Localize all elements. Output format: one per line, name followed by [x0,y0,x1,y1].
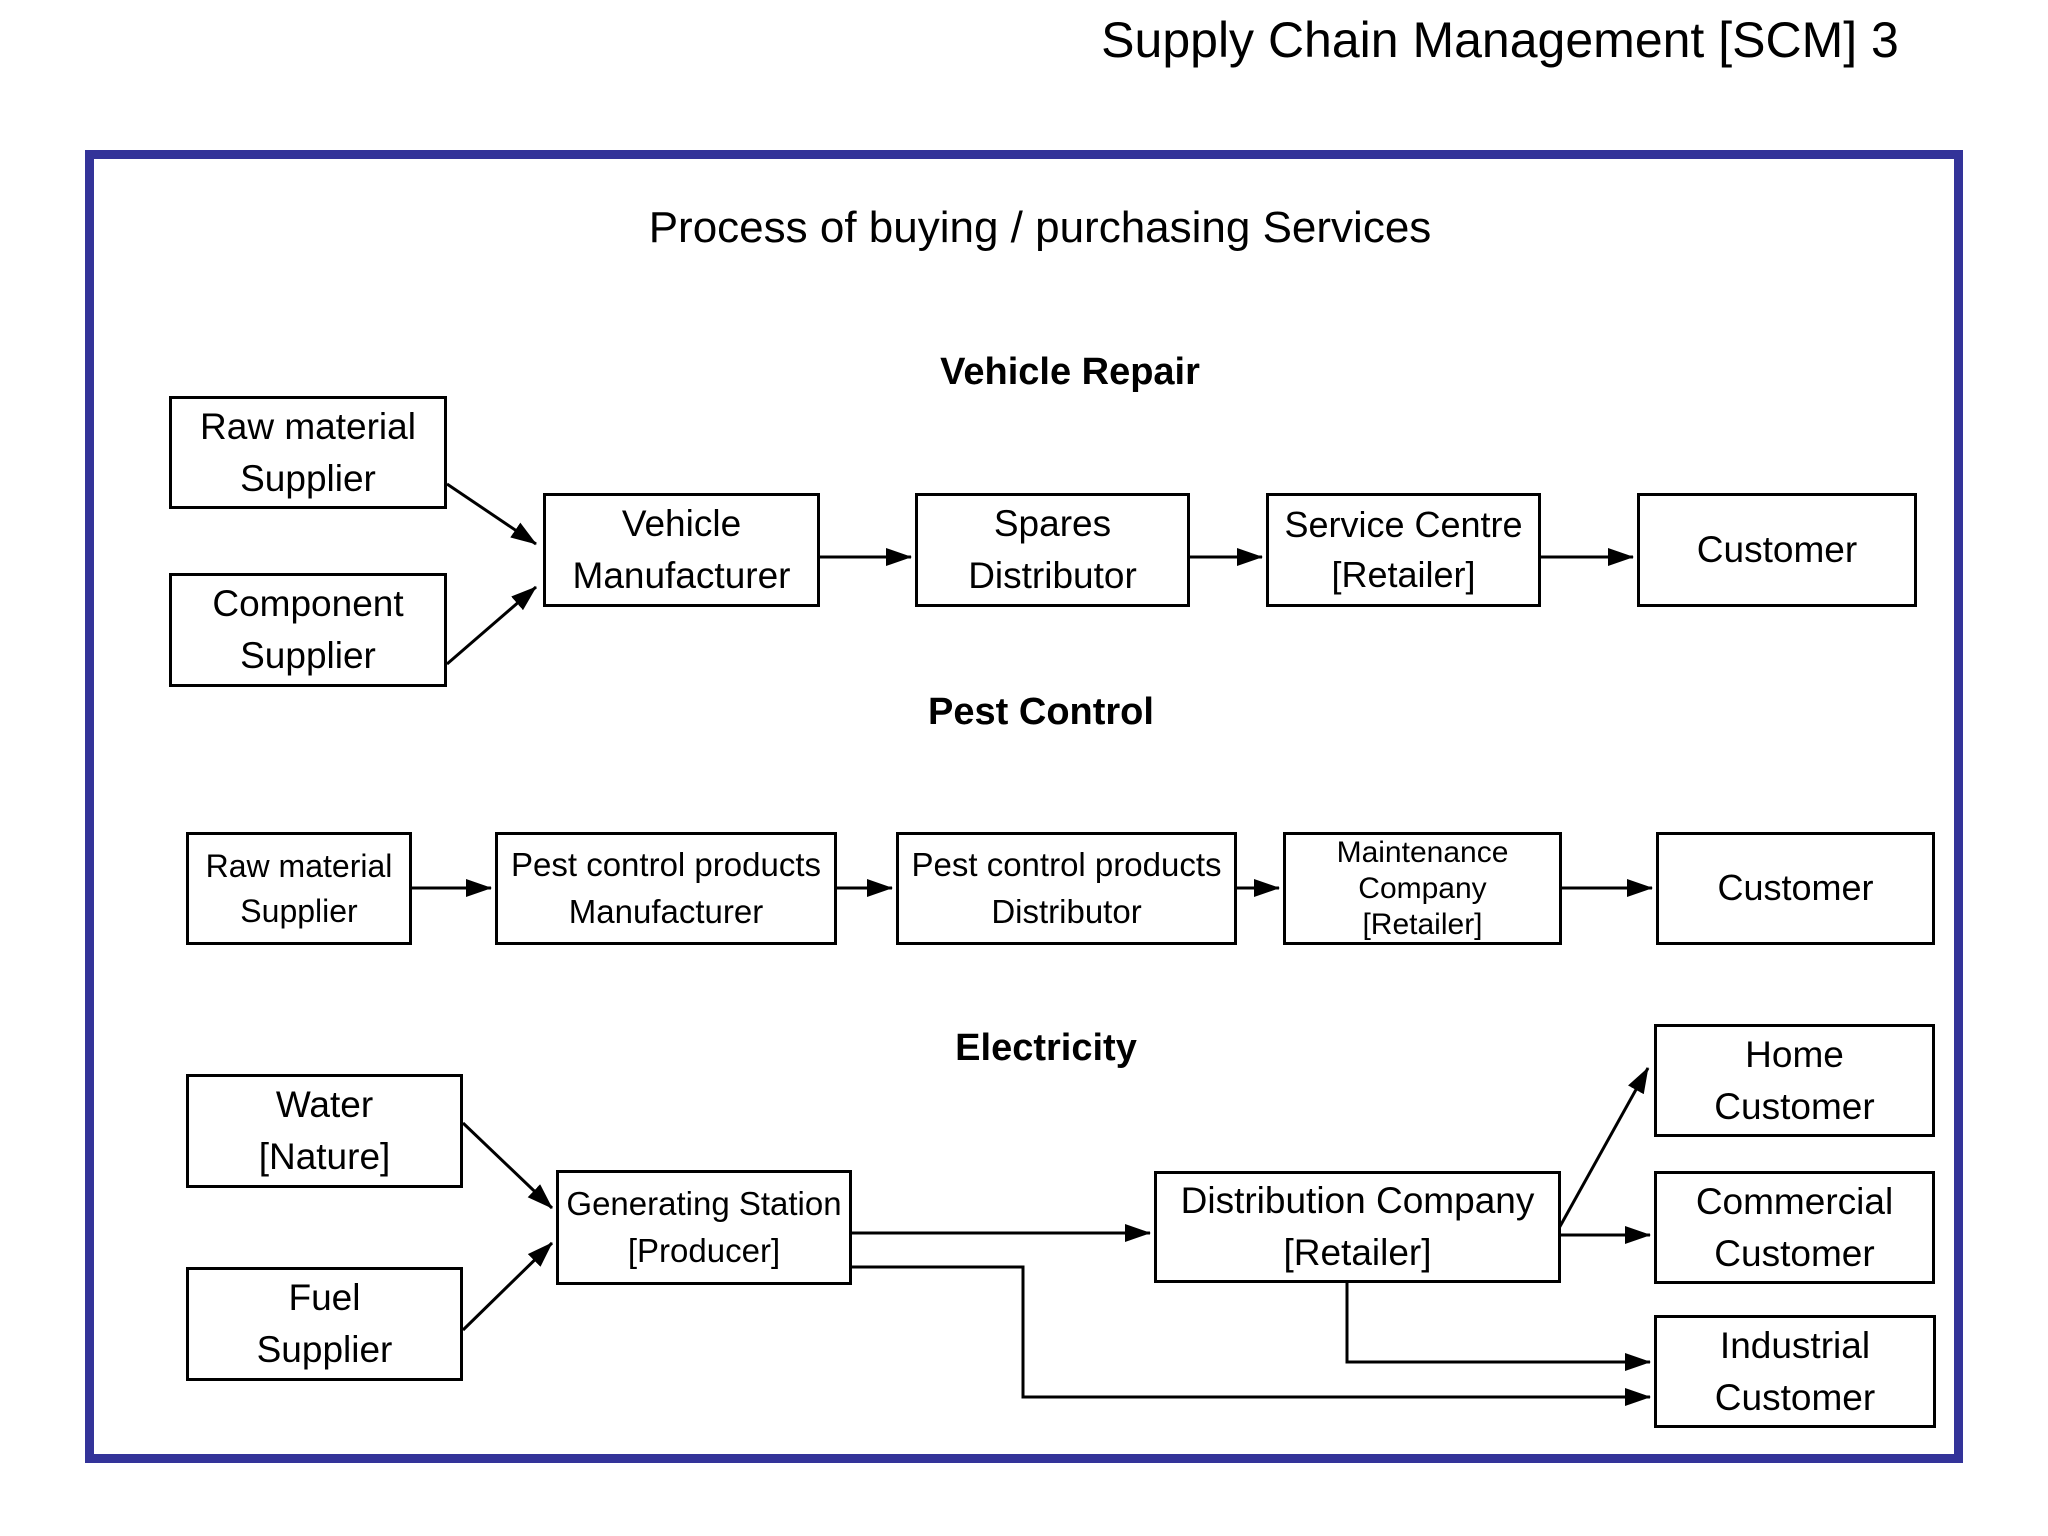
node-spares-distributor: Spares Distributor [915,493,1190,607]
section-heading-electricity: Electricity [955,1027,1137,1069]
node-home-customer: Home Customer [1654,1024,1935,1137]
node-generating-station-producer: Generating Station [Producer] [556,1170,852,1285]
node-customer-pest: Customer [1656,832,1935,945]
node-commercial-customer: Commercial Customer [1654,1171,1935,1284]
node-fuel-supplier: Fuel Supplier [186,1267,463,1381]
page-title: Supply Chain Management [SCM] 3 [1101,12,1899,68]
diagram-frame [85,150,1963,1463]
section-heading-pest-control: Pest Control [928,691,1154,733]
node-component-supplier: Component Supplier [169,573,447,687]
diagram-title: Process of buying / purchasing Services [648,203,1432,252]
node-industrial-customer: Industrial Customer [1654,1315,1936,1428]
node-customer-vehicle: Customer [1637,493,1917,607]
node-vehicle-manufacturer: Vehicle Manufacturer [543,493,820,607]
node-service-centre-retailer: Service Centre [Retailer] [1266,493,1541,607]
node-distribution-company-retailer: Distribution Company [Retailer] [1154,1171,1561,1283]
node-raw-material-supplier-pest: Raw material Supplier [186,832,412,945]
node-raw-material-supplier-vehicle: Raw material Supplier [169,396,447,509]
node-water-nature: Water [Nature] [186,1074,463,1188]
section-heading-vehicle-repair: Vehicle Repair [940,351,1200,393]
node-pest-products-distributor: Pest control products Distributor [896,832,1237,945]
node-maintenance-company-retailer: Maintenance Company [Retailer] [1283,832,1562,945]
node-pest-products-manufacturer: Pest control products Manufacturer [495,832,837,945]
